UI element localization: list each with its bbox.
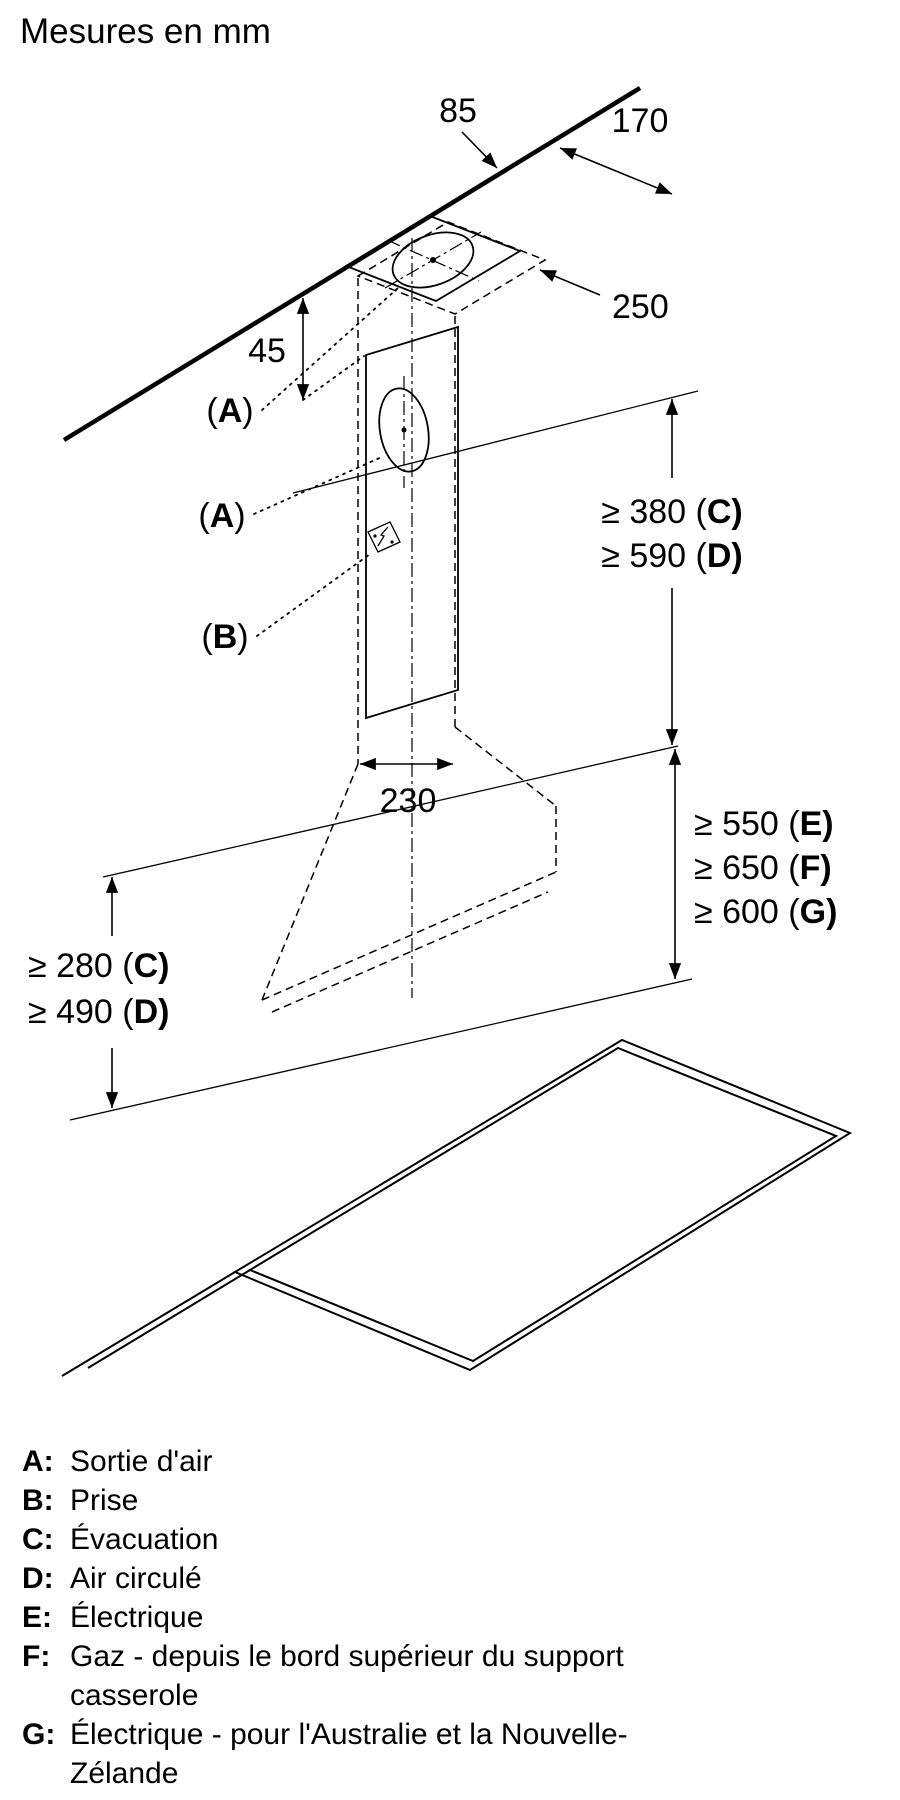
legend-item-f: F: Gaz - depuis le bord supérieur du sup… [22, 1637, 882, 1715]
page-title: Mesures en mm [20, 12, 271, 51]
dim-label-c280: ≥ 280 (C) [28, 947, 170, 985]
counter-edge-inner [87, 1269, 251, 1369]
ceiling-line [62, 86, 642, 442]
dim-label-d590: ≥ 590 (D) [601, 537, 743, 575]
legend-letter: D: [22, 1562, 54, 1595]
counter-edge-outer [61, 1271, 236, 1377]
legend-letter: G: [22, 1718, 56, 1751]
dim-label-d490: ≥ 490 (D) [28, 993, 170, 1031]
legend-letter: A: [22, 1445, 54, 1478]
dim-label-g600: ≥ 600 (G) [694, 893, 837, 931]
datum-line-top [292, 390, 699, 494]
legend-item-a: A: Sortie d'air [22, 1442, 882, 1481]
legend-item-e: E: Électrique [22, 1598, 882, 1637]
legend-item-g: G: Électrique - pour l'Australie et la N… [22, 1715, 882, 1793]
label-a2: (A) [198, 497, 245, 535]
legend-item-d: D: Air circulé [22, 1559, 882, 1598]
chimney-duct-hatched [365, 325, 459, 720]
dim-label-f650: ≥ 650 (F) [694, 849, 832, 887]
leader-a1 [261, 287, 399, 411]
dim-label-c380: ≥ 380 (C) [601, 493, 743, 531]
ceiling-cutout [343, 215, 547, 315]
ceiling-air-outlet-ellipse [391, 231, 475, 289]
cooktop-outline-outer [232, 1038, 853, 1372]
installation-diagram: 85 170 250 45 [28, 86, 853, 1377]
legend-item-b: B: Prise [22, 1481, 882, 1520]
legend-text: Gaz - depuis le bord supérieur du suppor… [70, 1640, 624, 1712]
dim-arrow-85 [461, 131, 498, 169]
cooktop-outline-inner [247, 1046, 839, 1363]
legend: A: Sortie d'air B: Prise C: Évacuation D… [22, 1442, 882, 1793]
leader-b [256, 553, 371, 637]
legend-letter: F: [22, 1640, 51, 1673]
label-b: (B) [201, 618, 248, 656]
dim-label-e550: ≥ 550 (E) [694, 805, 834, 843]
ceiling-outlet-center-dot [430, 257, 436, 263]
datum-line-middle [102, 745, 679, 878]
legend-text: Électrique - pour l'Australie et la Nouv… [70, 1718, 628, 1790]
dim-label-45: 45 [248, 332, 286, 370]
chimney-outlet-center-dot [401, 427, 407, 433]
dim-label-250: 250 [612, 288, 669, 326]
legend-text: Évacuation [70, 1523, 219, 1556]
chimney-air-outlet-ellipse [378, 387, 430, 473]
ceiling-cutout-dashed [356, 221, 547, 315]
datum-line-bottom [69, 978, 693, 1121]
leader-a2 [253, 455, 385, 515]
dim-label-170: 170 [612, 102, 669, 140]
dim-label-85: 85 [439, 92, 477, 130]
legend-item-c: C: Évacuation [22, 1520, 882, 1559]
legend-text: Sortie d'air [70, 1445, 213, 1478]
dim-arrow-170 [559, 147, 673, 195]
power-socket-icon [367, 521, 401, 553]
dim-arrow-250 [539, 269, 601, 296]
legend-text: Prise [70, 1484, 139, 1517]
label-a1: (A) [206, 392, 253, 430]
dim-45-extension [302, 355, 365, 401]
chimney-duct [365, 325, 459, 720]
legend-letter: C: [22, 1523, 54, 1556]
cooktop-outline [61, 1038, 853, 1377]
legend-text: Air circulé [70, 1562, 202, 1595]
legend-letter: B: [22, 1484, 54, 1517]
hood-canopy-dashed [261, 726, 557, 1013]
dim-label-230: 230 [380, 782, 437, 820]
legend-text: Électrique [70, 1601, 204, 1634]
legend-letter: E: [22, 1601, 52, 1634]
